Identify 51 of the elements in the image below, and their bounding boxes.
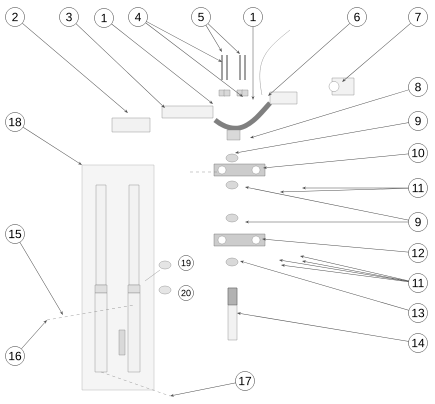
callout-number: 12: [408, 243, 428, 263]
callout-number: 15: [5, 224, 25, 244]
leader-line: [76, 23, 165, 108]
leader-line: [146, 21, 222, 62]
callout-number: 11: [408, 273, 428, 293]
callout-number: 1: [243, 7, 263, 27]
leader-line: [280, 188, 409, 194]
leader-line: [170, 382, 236, 397]
callout-number: 13: [408, 303, 428, 323]
leader-line: [268, 23, 350, 96]
leader-line: [281, 264, 409, 282]
leader-line: [22, 126, 82, 165]
leader-line: [237, 312, 409, 342]
callout-number: 9: [408, 111, 428, 131]
callout-number: 20: [178, 285, 194, 301]
callout-number: 9: [408, 212, 428, 232]
leader-line: [300, 256, 409, 282]
callout-number: 8: [408, 77, 428, 97]
callout-number: 18: [5, 112, 25, 132]
callout-number: 10: [408, 143, 428, 163]
callout-number: 16: [5, 346, 25, 366]
callout-number: 19: [178, 255, 194, 271]
callout-number: 17: [235, 371, 255, 391]
leader-line: [302, 260, 409, 282]
leader-line: [235, 122, 409, 154]
callout-number: 3: [59, 7, 79, 27]
leader-line: [252, 26, 254, 100]
callout-number: 2: [5, 7, 25, 27]
leader-line: [245, 220, 409, 224]
callout-number: 6: [347, 7, 367, 27]
leader-line: [245, 186, 409, 220]
leader-line: [145, 22, 243, 97]
callout-number: 5: [191, 7, 211, 27]
leader-line: [22, 23, 128, 113]
leader-line: [206, 25, 222, 52]
leader-line: [21, 320, 47, 349]
leader-line: [20, 242, 63, 315]
leader-line: [279, 259, 409, 282]
leader-line: [250, 90, 409, 138]
leader-line: [302, 186, 409, 190]
callout-number: 1: [94, 8, 114, 28]
callout-number: 14: [408, 333, 428, 353]
leader-line: [263, 154, 409, 169]
leader-line: [262, 238, 409, 252]
leader-line: [240, 260, 409, 311]
leader-line: [342, 23, 411, 82]
leader-line: [111, 24, 213, 104]
callout-number: 11: [408, 178, 428, 198]
callout-number: 7: [408, 7, 428, 27]
callout-number: 4: [128, 7, 148, 27]
leader-line: [208, 23, 240, 54]
